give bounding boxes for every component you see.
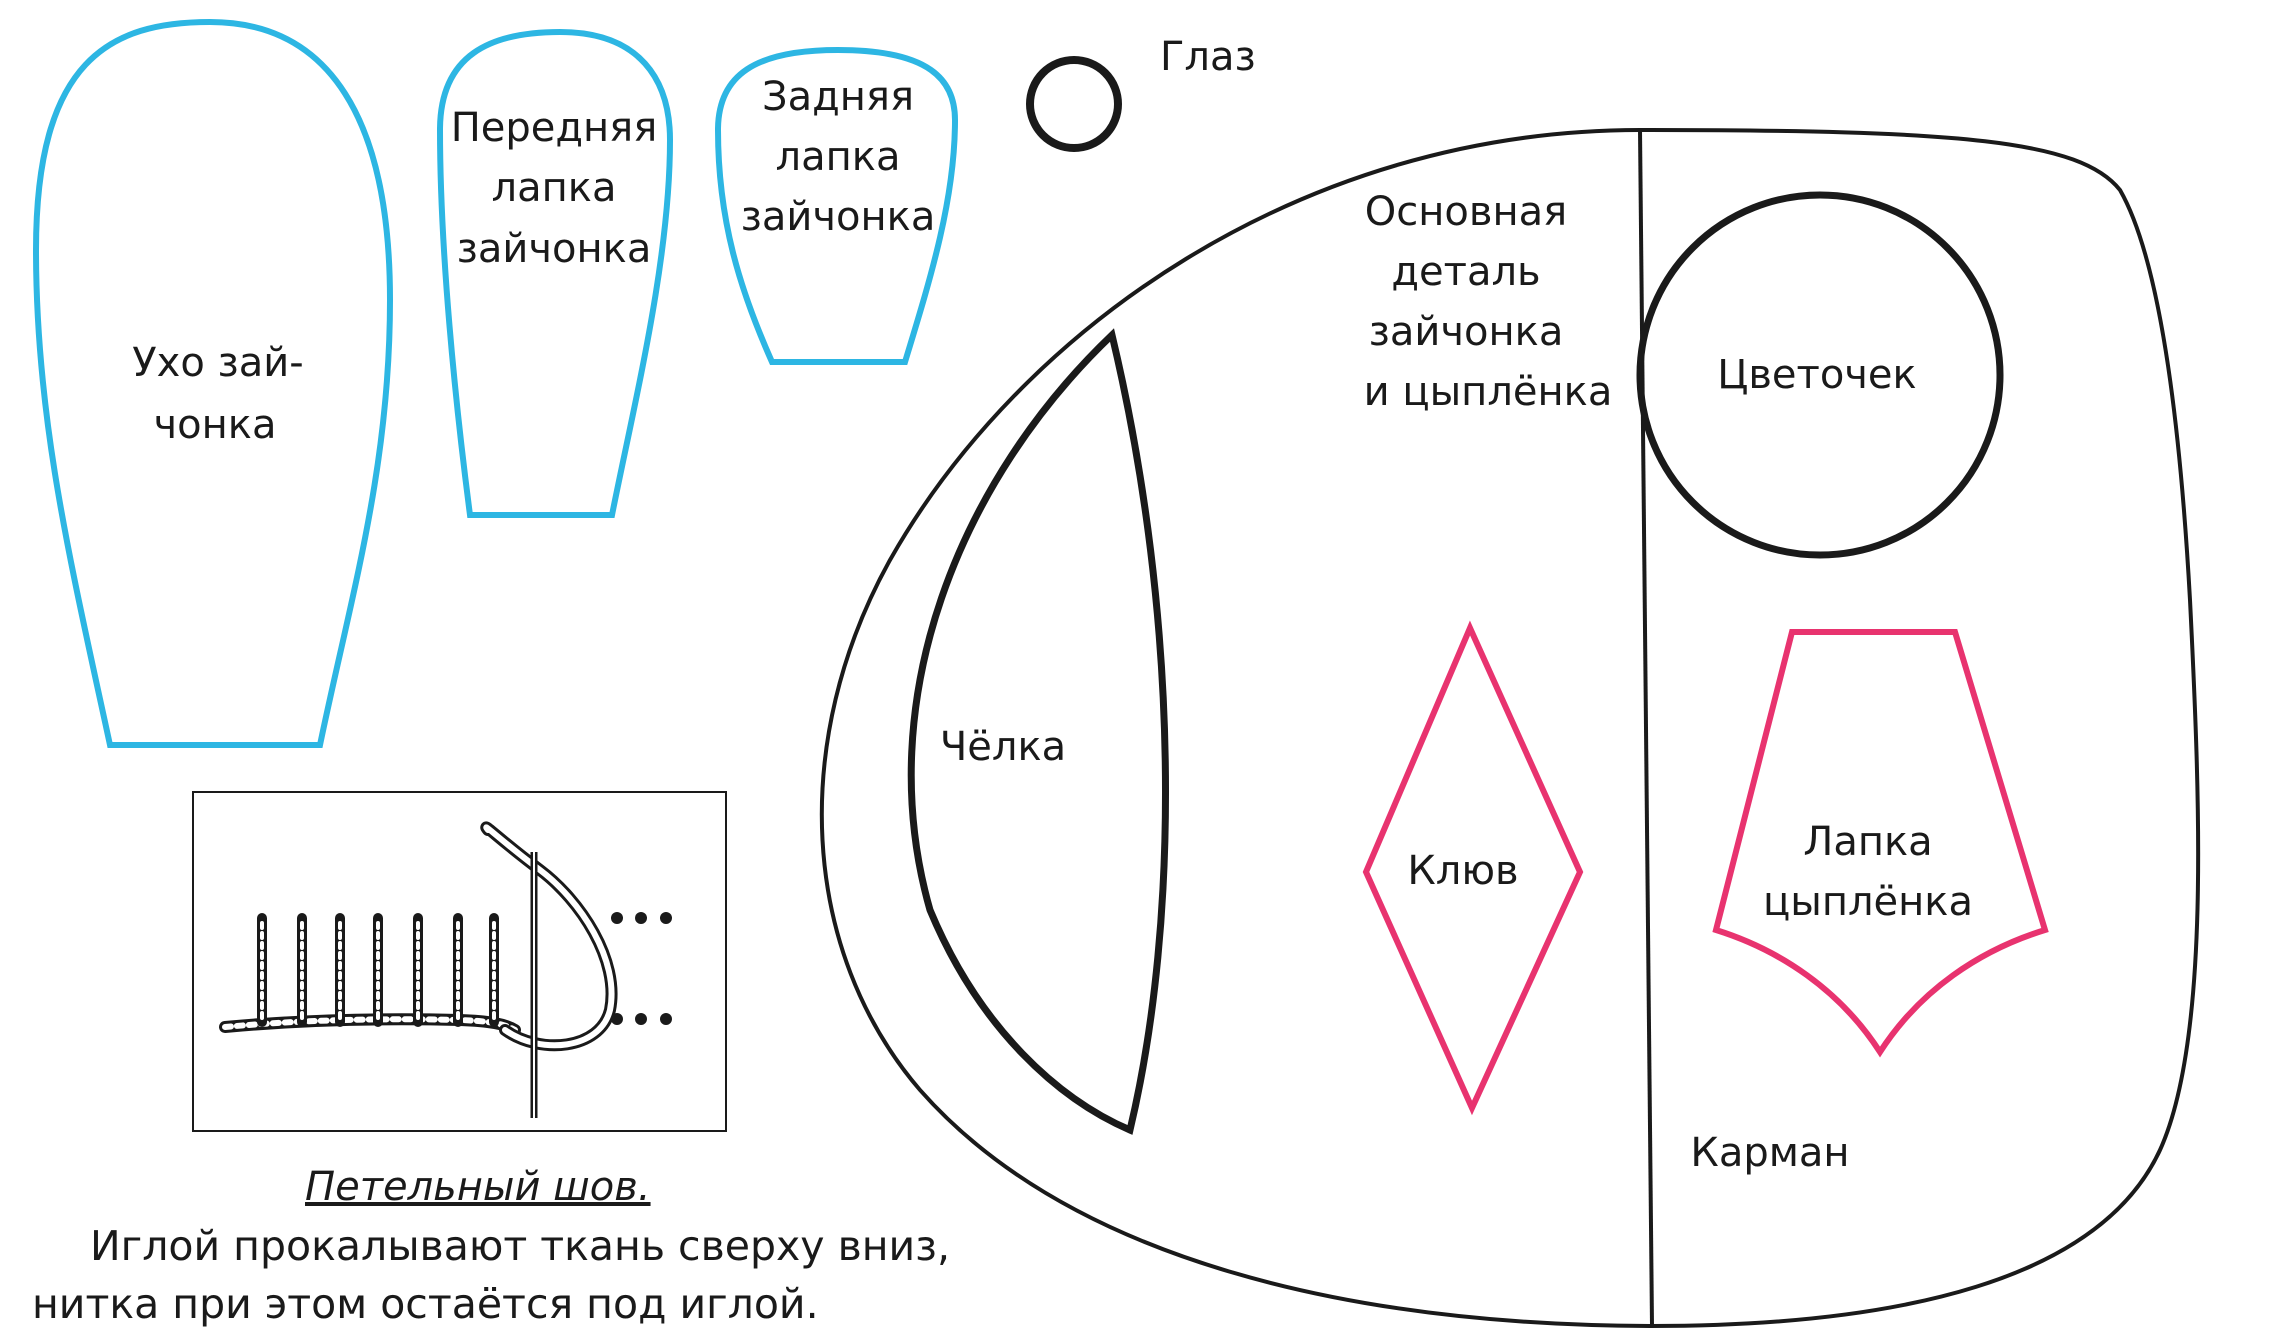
eye-outline bbox=[1026, 56, 1122, 152]
body-outline bbox=[819, 127, 2201, 1329]
flower-label: Цветочек bbox=[1717, 352, 1916, 398]
front-paw-label-line1: Передняя bbox=[451, 105, 658, 151]
beak-label: Клюв bbox=[1407, 848, 1518, 894]
stitch-illustration bbox=[192, 791, 727, 1132]
front-paw-label-line2: лапка bbox=[492, 165, 617, 211]
ear-label-line1: Ухо зай- bbox=[132, 340, 303, 386]
body-label-line2: деталь bbox=[1391, 249, 1540, 295]
flower-outline bbox=[1636, 191, 2004, 559]
hind-paw-label-line3: зайчонка bbox=[741, 194, 936, 240]
front-paw-label-line3: зайчонка bbox=[457, 226, 652, 272]
front-paw-outline bbox=[436, 28, 674, 518]
stitch-description-line2: нитка при этом остаётся под иглой. bbox=[32, 1280, 819, 1328]
body-label-line4: и цыплёнка bbox=[1364, 369, 1613, 415]
fringe-outline bbox=[907, 328, 1169, 1135]
ear-label-line2: чонка bbox=[154, 402, 277, 448]
hind-paw-outline bbox=[714, 46, 959, 365]
chick-paw-label-line2: цыплёнка bbox=[1763, 879, 1973, 925]
eye-label: Глаз bbox=[1160, 34, 1256, 80]
hind-paw-label-line2: лапка bbox=[776, 134, 901, 180]
stitch-description-line1: Иглой прокалывают ткань сверху вниз, bbox=[90, 1222, 950, 1270]
body-divider-line bbox=[1638, 129, 1654, 1327]
chick-paw-label-line1: Лапка bbox=[1803, 819, 1932, 865]
beak-outline bbox=[1362, 620, 1584, 1116]
body-label-line1: Основная bbox=[1365, 189, 1567, 235]
chick-paw-outline bbox=[1712, 629, 2049, 1058]
hind-paw-label-line1: Задняя bbox=[762, 74, 914, 120]
pocket-label: Карман bbox=[1690, 1130, 1849, 1176]
ear-outline bbox=[32, 18, 394, 748]
stitch-title: Петельный шов. bbox=[305, 1164, 651, 1210]
body-label-line3: зайчонка bbox=[1369, 309, 1564, 355]
fringe-label: Чёлка bbox=[940, 724, 1066, 770]
